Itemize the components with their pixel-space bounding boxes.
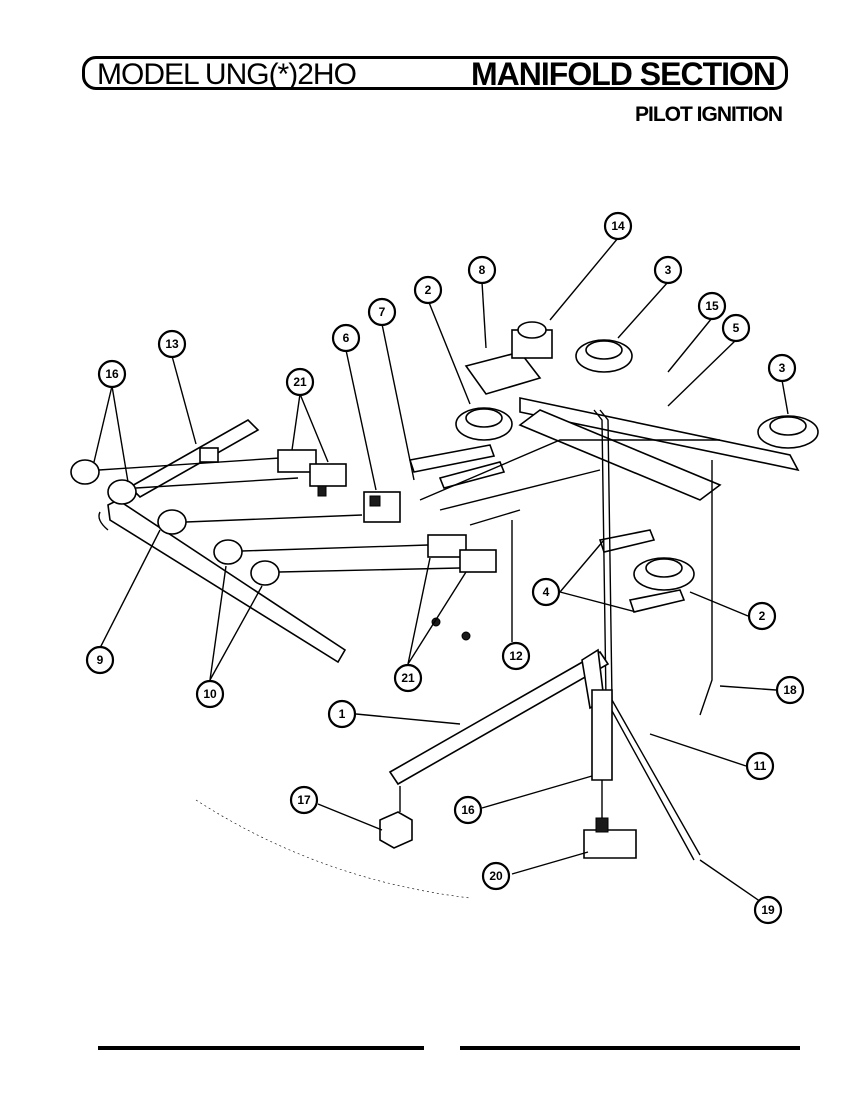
- svg-text:17: 17: [297, 793, 311, 807]
- callout-3-top: 3: [653, 255, 683, 285]
- svg-text:19: 19: [761, 903, 775, 917]
- svg-text:4: 4: [543, 585, 550, 599]
- callout-11: 11: [745, 751, 775, 781]
- callout-10: 10: [195, 679, 225, 709]
- svg-text:5: 5: [733, 321, 740, 335]
- manifold-pipe: [98, 499, 347, 664]
- callout-5: 5: [721, 313, 751, 343]
- callout-1: 1: [327, 699, 357, 729]
- valve-stems: [70, 459, 280, 586]
- svg-text:13: 13: [165, 337, 179, 351]
- valve-lower: [427, 534, 497, 641]
- footer-rule-left: [98, 1046, 424, 1050]
- callout-6: 6: [331, 323, 361, 353]
- svg-text:12: 12: [509, 649, 523, 663]
- callout-14: 14: [603, 211, 633, 241]
- svg-text:8: 8: [479, 263, 486, 277]
- callout-12: 12: [501, 641, 531, 671]
- svg-text:20: 20: [489, 869, 503, 883]
- callout-21-upper: 21: [285, 367, 315, 397]
- callout-8: 8: [467, 255, 497, 285]
- burner-tubes: [408, 444, 686, 613]
- pilot-assembly: [511, 321, 553, 359]
- svg-text:3: 3: [665, 263, 672, 277]
- svg-text:2: 2: [425, 283, 432, 297]
- svg-text:10: 10: [203, 687, 217, 701]
- subtitle: PILOT IGNITION: [635, 103, 783, 126]
- svg-text:21: 21: [401, 671, 415, 685]
- upper-pipe: [128, 419, 260, 498]
- burners: [455, 339, 819, 591]
- callout-16-left: 16: [97, 359, 127, 389]
- callout-9: 9: [85, 645, 115, 675]
- leader-lines: [93, 237, 789, 905]
- footer-rule-right: [460, 1046, 800, 1050]
- callout-18: 18: [775, 675, 805, 705]
- callout-2-lower: 2: [747, 601, 777, 631]
- svg-text:14: 14: [611, 219, 625, 233]
- svg-text:6: 6: [343, 331, 350, 345]
- svg-text:16: 16: [461, 803, 475, 817]
- callout-15: 15: [697, 291, 727, 321]
- svg-text:9: 9: [97, 653, 104, 667]
- regulator-assembly: [583, 689, 637, 859]
- callout-13: 13: [157, 329, 187, 359]
- callout-4: 4: [531, 577, 561, 607]
- callout-7: 7: [367, 297, 397, 327]
- svg-text:18: 18: [783, 683, 797, 697]
- callout-3-right: 3: [767, 353, 797, 383]
- valve-upper: [277, 449, 347, 497]
- svg-text:1: 1: [339, 707, 346, 721]
- section-title: MANIFOLD SECTION: [471, 56, 776, 92]
- title-frame: MODEL UNG(*)2HO MANIFOLD SECTION: [82, 56, 788, 92]
- svg-text:15: 15: [705, 299, 719, 313]
- callout-21-lower: 21: [393, 663, 423, 693]
- valve-6: [363, 491, 401, 523]
- callout-17: 17: [289, 785, 319, 815]
- svg-text:16: 16: [105, 367, 119, 381]
- gas-tubing: [419, 409, 720, 861]
- callout-16-lower: 16: [453, 795, 483, 825]
- svg-text:11: 11: [754, 759, 767, 773]
- svg-text:7: 7: [379, 305, 386, 319]
- model-title: MODEL UNG(*)2HO: [97, 58, 357, 91]
- burner-bracket: [464, 351, 800, 501]
- callout-20: 20: [481, 861, 511, 891]
- alignment-lines: [98, 457, 461, 573]
- svg-text:21: 21: [293, 375, 307, 389]
- svg-text:3: 3: [779, 361, 786, 375]
- callout-19: 19: [753, 895, 783, 925]
- callout-2-upper: 2: [413, 275, 443, 305]
- svg-text:2: 2: [759, 609, 766, 623]
